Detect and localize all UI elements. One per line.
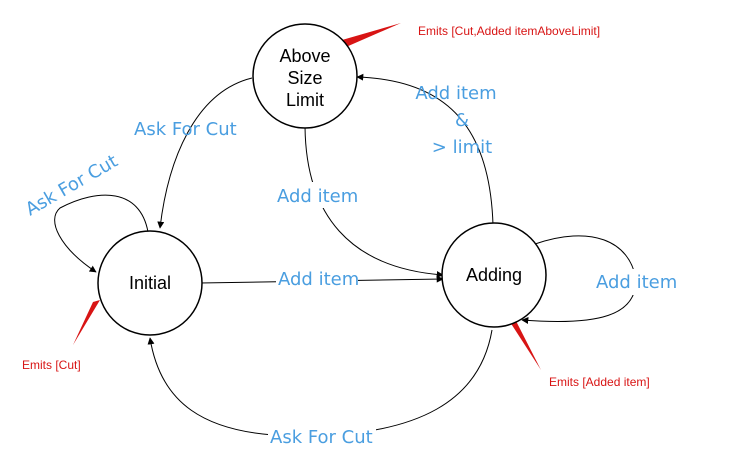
emit-label-initial: Emits [Cut] — [22, 358, 81, 372]
emit-arrow-adding — [510, 321, 541, 370]
label-above-to-adding: Add item — [277, 186, 358, 207]
label-adding-to-above-line-2: & — [455, 110, 469, 131]
label-initial-self-loop: Ask For Cut — [22, 151, 121, 221]
emit-arrow-above — [342, 23, 401, 47]
state-initial-label: Initial — [129, 273, 171, 293]
label-adding-to-above-line-3: > limit — [432, 137, 492, 158]
label-initial-to-adding: Add item — [278, 269, 359, 290]
state-initial: Initial — [97, 230, 203, 336]
label-adding-to-initial: Ask For Cut — [270, 427, 373, 448]
emit-arrow-initial — [73, 300, 100, 345]
label-adding-self-loop: Add item — [596, 272, 677, 293]
state-above-line-3: Limit — [286, 90, 324, 110]
edge-above-to-adding — [304, 123, 444, 279]
edge-adding-to-above — [356, 73, 494, 226]
state-adding-label: Adding — [466, 265, 522, 285]
edge-adding-to-initial — [147, 329, 493, 437]
state-above-size-limit: Above Size Limit — [252, 23, 358, 129]
label-adding-to-above-line-1: Add item — [415, 83, 496, 104]
state-adding: Adding — [441, 222, 547, 328]
edge-above-to-initial — [157, 77, 253, 229]
emit-label-adding: Emits [Added item] — [549, 375, 650, 389]
edge-initial-self-loop — [54, 194, 149, 273]
state-above-line-1: Above — [279, 46, 330, 66]
label-above-to-initial: Ask For Cut — [134, 119, 237, 140]
emit-label-above: Emits [Cut,Added itemAboveLimit] — [418, 24, 600, 38]
state-above-line-2: Size — [287, 68, 322, 88]
